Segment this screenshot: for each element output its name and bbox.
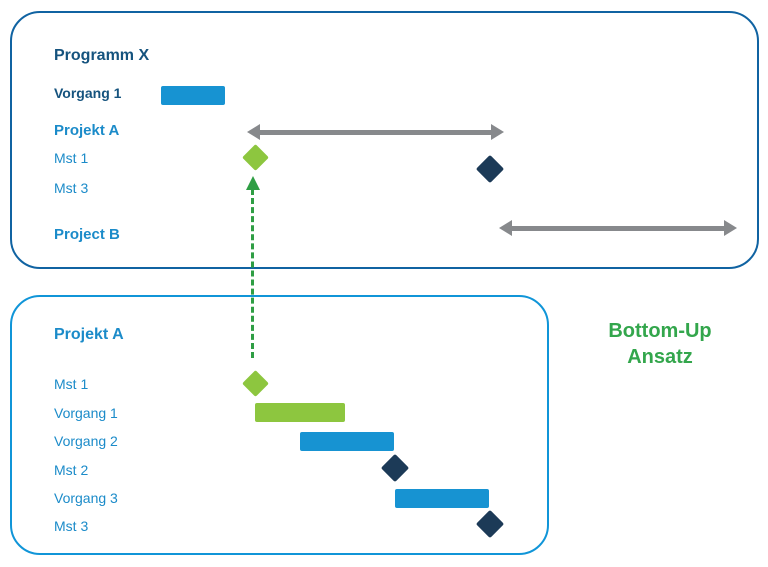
program-row-label-mst1: Mst 1 xyxy=(54,150,89,166)
milestone-diamond-dark-program-mst3 xyxy=(475,154,505,184)
arrow-left-head-icon xyxy=(499,220,512,236)
milestone-diamond-green-project-mst1 xyxy=(242,370,269,397)
dashed-dependency-line xyxy=(251,189,254,358)
program-row-label-project-b: Project B xyxy=(54,226,120,243)
milestone-diamond-dark-project-mst2 xyxy=(380,453,410,483)
task-bar-green-project-vorgang1 xyxy=(255,403,345,422)
project-box-title: Projekt A xyxy=(54,326,124,343)
program-row-label-projekt-a: Projekt A xyxy=(54,122,120,139)
task-bar-blue-project-vorgang2 xyxy=(300,432,394,451)
bottom-up-annotation: Bottom-Up Ansatz xyxy=(575,318,745,370)
project-row-label-mst3: Mst 3 xyxy=(54,518,89,534)
milestone-diamond-green-program-mst1 xyxy=(242,144,269,171)
program-box: Programm X Vorgang 1 Projekt A Mst 1 Mst… xyxy=(10,11,759,269)
dashed-dependency-arrowhead-icon xyxy=(246,176,260,190)
project-box: Projekt A Mst 1 Vorgang 1 Vorgang 2 Mst … xyxy=(10,295,549,555)
program-box-title: Programm X xyxy=(54,47,150,64)
project-row-label-mst1: Mst 1 xyxy=(54,376,89,392)
milestone-diamond-dark-project-mst3 xyxy=(475,509,505,539)
task-bar-blue-program-vorgang1 xyxy=(161,86,225,105)
program-row-label-vorgang1: Vorgang 1 xyxy=(54,85,122,101)
project-b-span-double-arrow xyxy=(499,220,737,236)
project-row-label-vorgang2: Vorgang 2 xyxy=(54,433,118,449)
annotation-line2: Ansatz xyxy=(627,346,693,368)
project-row-label-vorgang3: Vorgang 3 xyxy=(54,490,118,506)
project-row-label-vorgang1: Vorgang 1 xyxy=(54,405,118,421)
annotation-line1: Bottom-Up xyxy=(608,320,712,342)
program-row-label-mst3: Mst 3 xyxy=(54,180,89,196)
project-row-label-mst2: Mst 2 xyxy=(54,462,89,478)
arrow-left-head-icon xyxy=(247,124,260,140)
projekt-a-span-double-arrow xyxy=(247,124,504,140)
task-bar-blue-project-vorgang3 xyxy=(395,489,489,508)
arrow-right-head-icon xyxy=(724,220,737,236)
arrow-right-head-icon xyxy=(491,124,504,140)
